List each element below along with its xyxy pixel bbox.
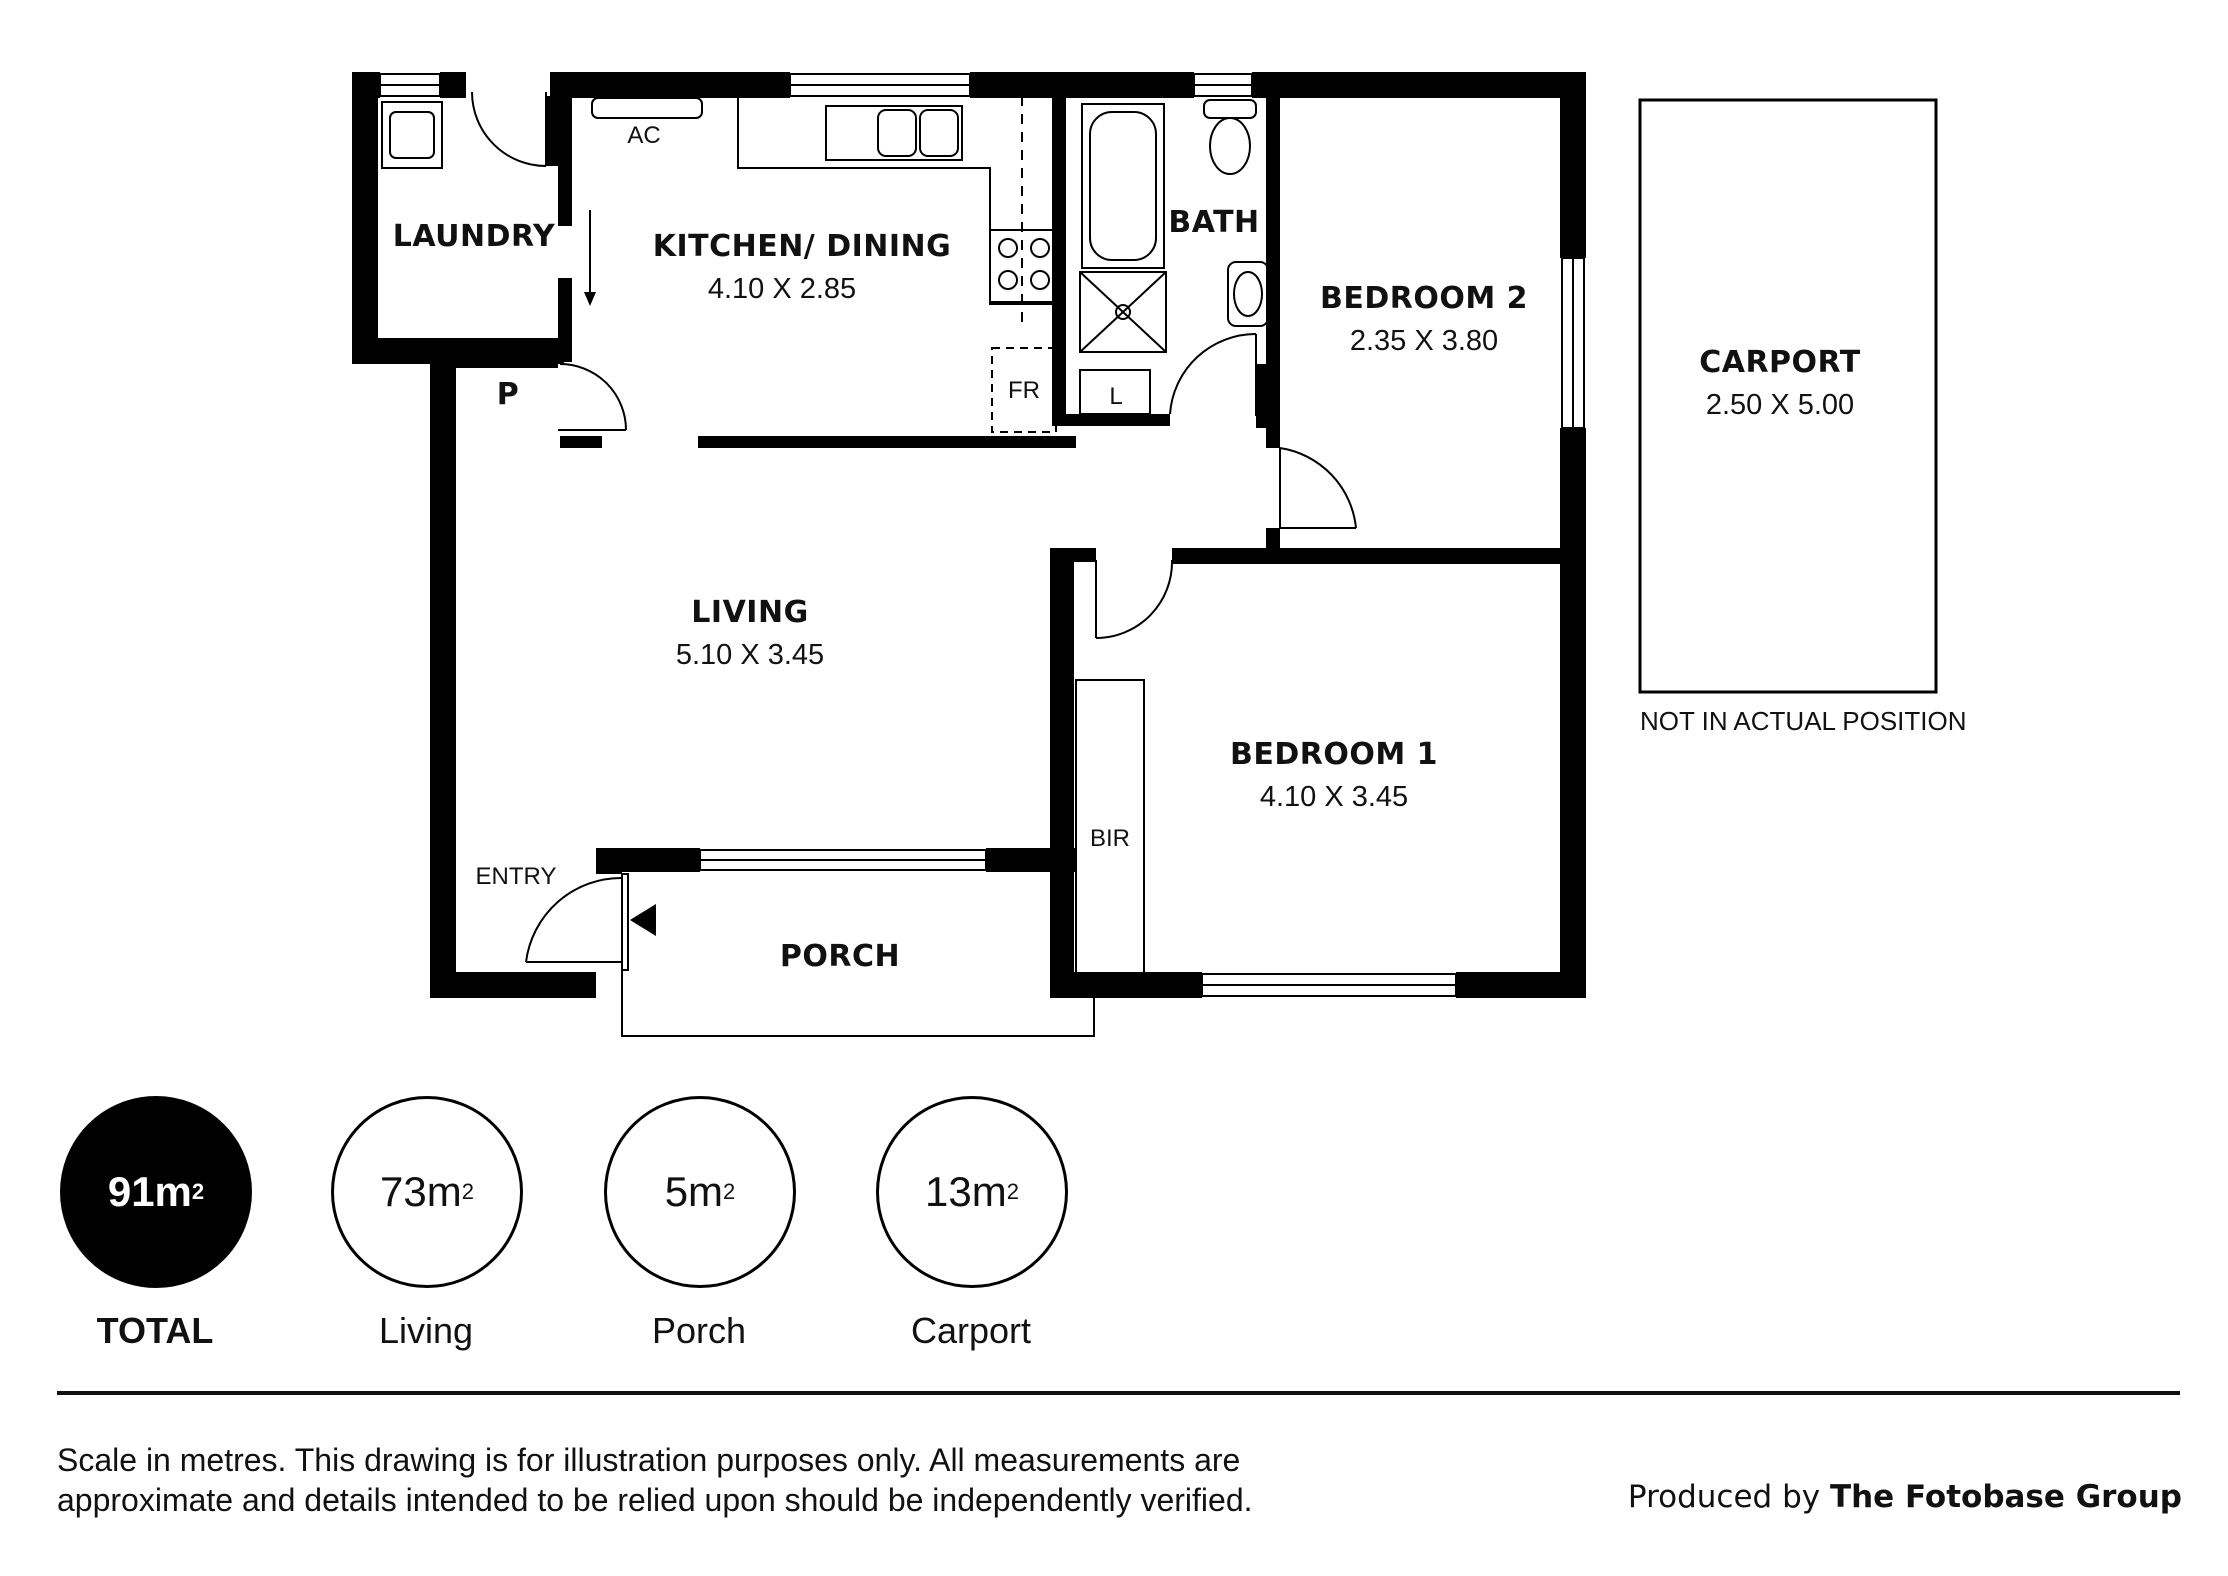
carport-area-label: Carport xyxy=(910,1310,1032,1351)
walls xyxy=(352,72,1586,998)
porch-area-unit-sup: 2 xyxy=(723,1179,736,1204)
total-area-label: TOTAL xyxy=(96,1310,214,1351)
bedroom2-dims: 2.35 X 3.80 xyxy=(1350,325,1498,357)
carport-label: CARPORT xyxy=(1699,345,1861,380)
bir-label: BIR xyxy=(1090,825,1130,852)
fixtures xyxy=(381,91,1938,1037)
carport-dims: 2.50 X 5.00 xyxy=(1706,389,1854,421)
linen-label: L xyxy=(1109,383,1122,410)
bedroom2-label: BEDROOM 2 xyxy=(1320,281,1528,316)
carport-area-value: 13m xyxy=(925,1168,1007,1215)
ac-label: AC xyxy=(627,122,660,149)
living-label: LIVING xyxy=(691,595,808,630)
living-area-unit-sup: 2 xyxy=(461,1179,474,1204)
disclaimer-line-1: Scale in metres. This drawing is for ill… xyxy=(57,1442,1241,1478)
credit: Produced by The Fotobase Group xyxy=(1628,1479,2182,1515)
total-area-unit-sup: 2 xyxy=(191,1179,205,1204)
carport-note: NOT IN ACTUAL POSITION xyxy=(1640,706,1967,736)
disclaimer-line-2: approximate and details intended to be r… xyxy=(57,1482,1253,1518)
living-dims: 5.10 X 3.45 xyxy=(676,639,824,671)
kitchen-label: KITCHEN/ DINING xyxy=(653,229,952,264)
bath-label: BATH xyxy=(1168,205,1259,240)
credit-company: The Fotobase Group xyxy=(1829,1479,2182,1515)
porch-area-value: 5m xyxy=(664,1168,724,1215)
disclaimer: Scale in metres. This drawing is for ill… xyxy=(57,1440,1457,1520)
living-area-label: Living xyxy=(378,1310,474,1351)
porch-area-label: Porch xyxy=(651,1310,747,1351)
bedroom1-dims: 4.10 X 3.45 xyxy=(1260,781,1408,813)
entry-label: ENTRY xyxy=(476,863,557,890)
kitchen-dims: 4.10 X 2.85 xyxy=(708,273,856,305)
credit-prefix: Produced by xyxy=(1627,1479,1830,1515)
pantry-label: P xyxy=(497,377,520,412)
divider xyxy=(57,1391,2180,1395)
porch-label: PORCH xyxy=(780,939,900,974)
fridge-label: FR xyxy=(1008,377,1040,404)
window-lines xyxy=(380,84,1574,986)
carport-area-unit-sup: 2 xyxy=(1006,1179,1019,1204)
total-area-value: 91m xyxy=(107,1168,192,1215)
arrows xyxy=(584,210,656,936)
bedroom1-label: BEDROOM 1 xyxy=(1230,737,1438,772)
living-area-value: 73m xyxy=(380,1168,462,1215)
laundry-label: LAUNDRY xyxy=(393,219,556,254)
